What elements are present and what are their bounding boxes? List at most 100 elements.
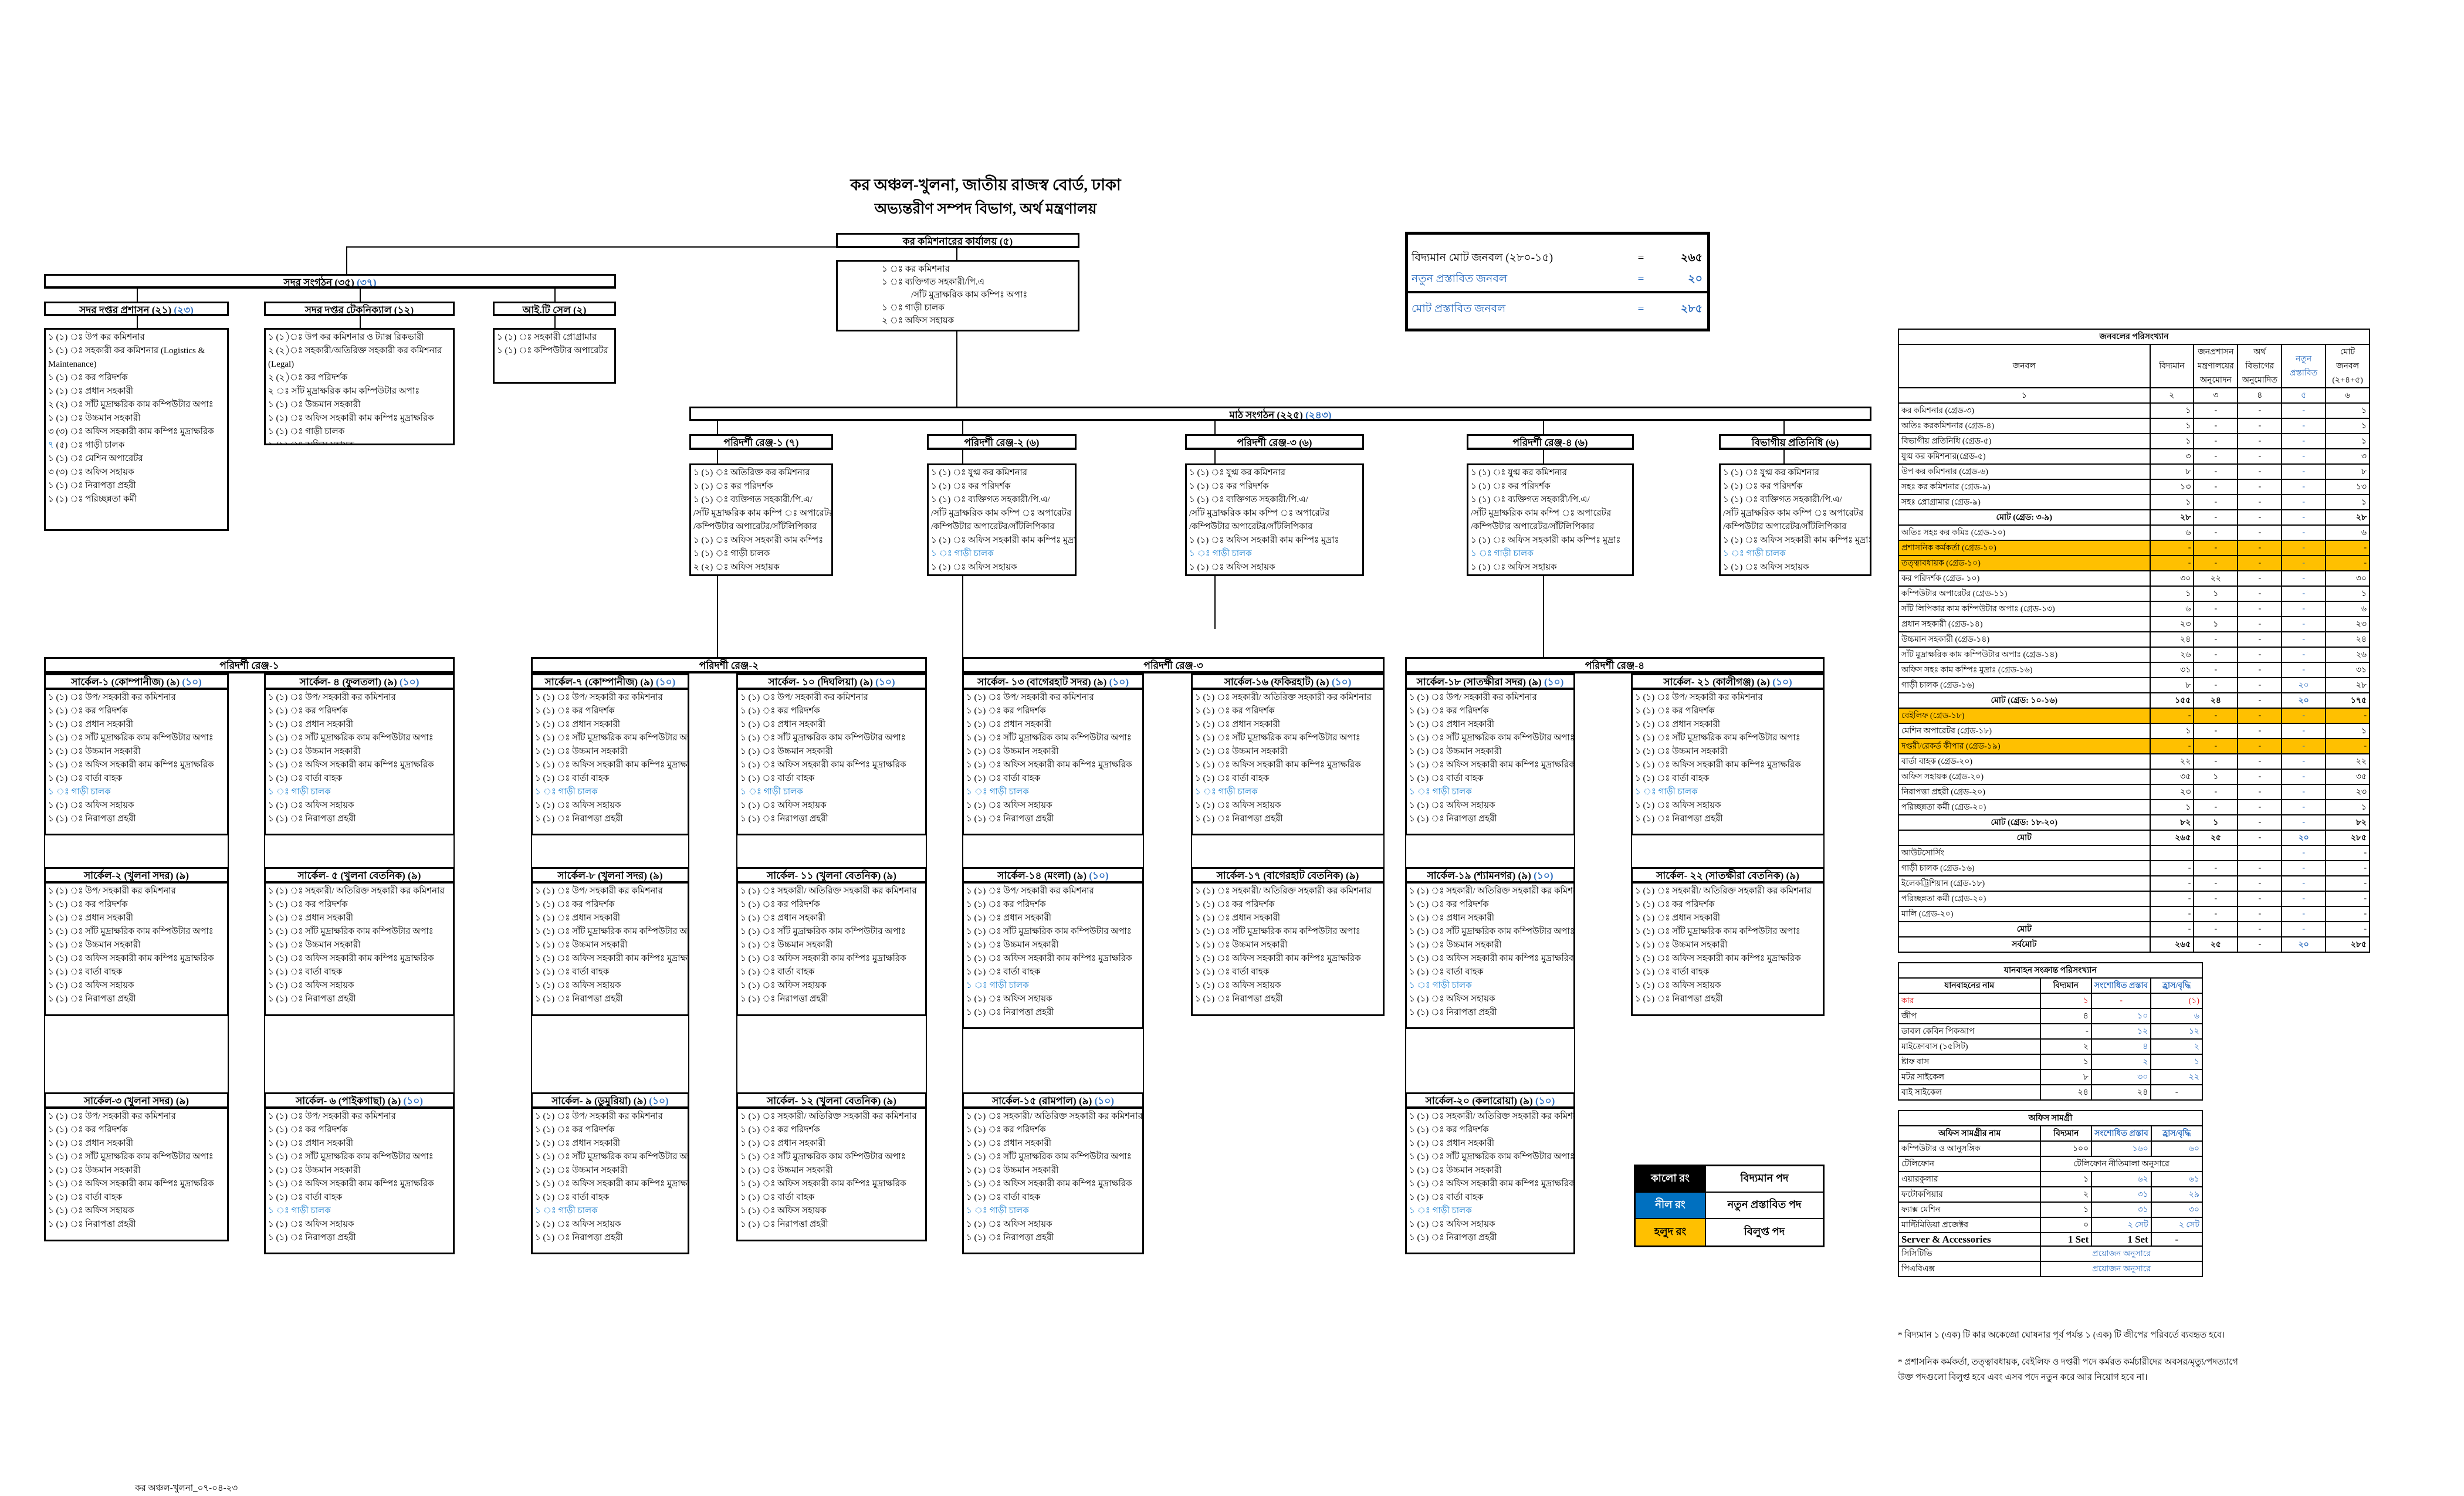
cell-value: ৩১ (2091, 1186, 2152, 1203)
connector-line (962, 421, 963, 434)
cell-value: ২৮ (2149, 509, 2195, 526)
staff-line: ১ (১) ঃ সহকারী/ অতিরিক্ত সহকারী কর কমিশন… (740, 886, 917, 896)
table-row: অফিস সহঃ কাম কম্পিঃ মুদ্রাঃ (গ্রেড-১৬)৩১… (1898, 662, 2370, 678)
cell-value: - (2149, 875, 2195, 892)
connector-line (1574, 835, 1575, 867)
note-abolished-2: উক্ত পদগুলো বিলুপ্ত হবে এবং এসব পদে নতুন… (1898, 1373, 2148, 1382)
staff-line: ১ (১) ঃ অফিস সহকারী কাম কম্পিঃ মুদ্রাক্ষ… (966, 1179, 1132, 1189)
cell-value: ৩৫ (2149, 769, 2195, 785)
table-row: গাড়ী চালক (গ্রেড-১৬)----- (1898, 860, 2370, 876)
footer-filename: কর অঞ্চল-খুলনা_০৭-০৪-২৩ (135, 1484, 238, 1493)
range-group-header: পরিদর্শী রেঞ্জ-৪ (1405, 657, 1825, 673)
sadar-unit-staff: ১ (১)ঃ উপ কর কমিশনার ও ট্যাক্স রিকভারী২ … (264, 328, 455, 445)
staff-line: ১ (১) ঃ অফিস সহকারী কাম কম্পিঃ মুদ্রাক্ষ… (966, 954, 1132, 963)
staff-line: ১ (১) ঃ প্রধান সহকারী (1409, 913, 1494, 923)
column-number: ৩ (2193, 387, 2239, 404)
field-header: মাঠ সংগঠন (২২৫) (২৪৩) (689, 407, 1871, 421)
staff-line: ১ (১) ঃ কর পরিদর্শক (931, 482, 1011, 491)
staff-line: ১ (১) ঃ প্রধান সহকারী (966, 720, 1051, 729)
staff-line: ১ (১) ঃ উচ্চমান সহকারী (1409, 940, 1502, 950)
cell-value: ১ (2149, 585, 2195, 602)
range-header: বিভাগীয় প্রতিনিধি (৬) (1719, 434, 1871, 450)
staff-line: ১ (১) ঃ উপ/ সহকারী কর কমিশনার (268, 693, 396, 702)
cell-value: ১২ (2090, 1023, 2152, 1040)
staff-line: /সাঁট মুদ্রাক্ষরিক কাম কম্পি ঃ অপারেটর (1471, 509, 1612, 518)
staff-line: ১ (১) ঃ অফিস সহকারী কাম কম্পিঃ মুদ্রাক্ষ… (740, 954, 906, 963)
staff-line: ১ (১) ঃ সাঁট মুদ্রাক্ষরিক কাম কম্পিউটার … (1635, 927, 1800, 936)
staff-line: ৩ (৩) ঃ অফিস সহায়ক (48, 468, 134, 477)
cell-value: ২ সেট (2091, 1217, 2152, 1233)
staff-line: ১ (১) ঃ প্রধান সহকারী (1635, 720, 1720, 729)
circle-header-title: সার্কেল- ২১ (কালীগঞ্জ) (৯) (1663, 676, 1771, 688)
new-staff-line: ১ ঃ গাড়ী চালক (48, 787, 111, 797)
connector-line (962, 576, 963, 629)
cell-value: ২০ (2281, 830, 2327, 846)
proposed-count: (১০) (1331, 676, 1352, 688)
staff-line: ১ (১) ঃ নিরাপত্তা প্রহরী (966, 814, 1054, 824)
staff-line: ১ (১) ঃ অফিস সহায়ক (48, 981, 134, 990)
cell-value: - (2281, 799, 2327, 815)
proposed-count: (১০) (1544, 676, 1564, 688)
staff-line: /কম্পিউটার অপারেটর/সাঁটলিপিকার (693, 522, 817, 532)
staff-line: ১ (১) ঃ সাঁট মুদ্রাক্ষরিক কাম কম্পিউটার … (1409, 1152, 1575, 1162)
row-label: পিএবিএক্স (1897, 1261, 2042, 1277)
summary-equals: = (1637, 252, 1644, 264)
cell-value: ৪ (2090, 1038, 2152, 1055)
cell-value: ২৮ (2325, 677, 2370, 693)
table-row: উপ কর কমিশনার (গ্রেড-৬)৮---৮ (1898, 463, 2370, 480)
cell-value: - (2039, 1023, 2092, 1040)
staff-line: ১ (১) ঃ উপ/ সহকারী কর কমিশনার (535, 1112, 663, 1121)
table-row: সাঁট লিপিকার কাম কম্পিউটার অপাঃ (গ্রেড-১… (1898, 601, 2370, 617)
cell-value: - (2090, 993, 2152, 1009)
connector-line (962, 835, 963, 867)
staff-line: ১ (১) ঃ সহকারী/ অতিরিক্ত সহকারী কর কমিশন… (268, 886, 445, 896)
staff-line: ১ (১) ঃ কর পরিদর্শক (966, 900, 1046, 909)
staff-line: ৭ (৫) ঃ গাড়ী চালক (48, 439, 225, 452)
cell-value: - (2281, 860, 2327, 876)
cell-value: - (2237, 463, 2283, 480)
connector-line (1383, 835, 1385, 867)
cell-value: - (2237, 601, 2283, 617)
staff-line: ১ (১) ঃ নিরাপত্তা প্রহরী (48, 481, 136, 490)
row-label: গাড়ী চালক (গ্রেড-১৬) (1898, 860, 2151, 876)
row-label: ফ্যাক্স মেশিন (1897, 1201, 2042, 1218)
cell-value: - (2193, 631, 2239, 648)
cell-value: - (2237, 875, 2283, 892)
sadar-unit-header: সদর দপ্তর টেকনিক্যাল (১২) (264, 302, 455, 316)
cell-value: ১৬০ (2091, 1140, 2152, 1157)
cell-value: ২৩ (2149, 784, 2195, 800)
cell-value: ২২ (2149, 753, 2195, 770)
cell-value: ১ (2193, 616, 2239, 632)
cell-value: ১ (2193, 814, 2239, 831)
cell-value: - (2281, 631, 2327, 648)
row-label: জীপ (1898, 1008, 2041, 1024)
cell-value: - (2149, 555, 2195, 571)
circle-header-title: সার্কেল- ২২ (সাতক্ষীরা বেতনিক) (৯) (1656, 870, 1799, 881)
staff-line: ১ (১) ঃ নিরাপত্তা প্রহরী (966, 1008, 1054, 1017)
staff-line: ১ (১) ঃ কর পরিদর্শক (740, 706, 820, 716)
staff-line: ১ (১) ঃ অফিস সহকারী কাম কম্পিঃ মুদ্রাক্ষ… (1195, 954, 1361, 963)
staff-line: ১ (১) ঃ অফিস সহায়ক (966, 994, 1052, 1004)
cell-value: ৬ (2149, 601, 2195, 617)
circle-header: সার্কেল- ৬ (পাইকগাছা) (৯) (১০) (264, 1092, 455, 1109)
connector-line (44, 1016, 45, 1092)
proposed-count: (২৩) (174, 304, 194, 316)
staff-line: ১ (১) ঃ অফিস সহকারী কাম কম্পিঃ মুদ্রাক্ষ… (48, 1179, 214, 1189)
cell-value: - (2193, 875, 2239, 892)
column-header: অফিস সামগ্রীর নাম (1897, 1125, 2042, 1142)
new-staff-line: ১ ঃ গাড়ী চালক (1195, 787, 1258, 797)
circle-header-title: সার্কেল-১৮ (সাতক্ষীরা সদর) (৯) (1416, 676, 1542, 688)
cell-value: ২২ (2150, 1069, 2203, 1085)
row-label: মাল্টিমিডিয়া প্রজেক্টর (1897, 1217, 2042, 1233)
summary-label: বিদ্যমান মোট জনবল (২৮০-১৫) (1412, 252, 1553, 264)
circle-header-title: সার্কেল-২০ (কলারোয়া) (৯) (1425, 1095, 1533, 1106)
cell-value: - (2237, 738, 2283, 754)
